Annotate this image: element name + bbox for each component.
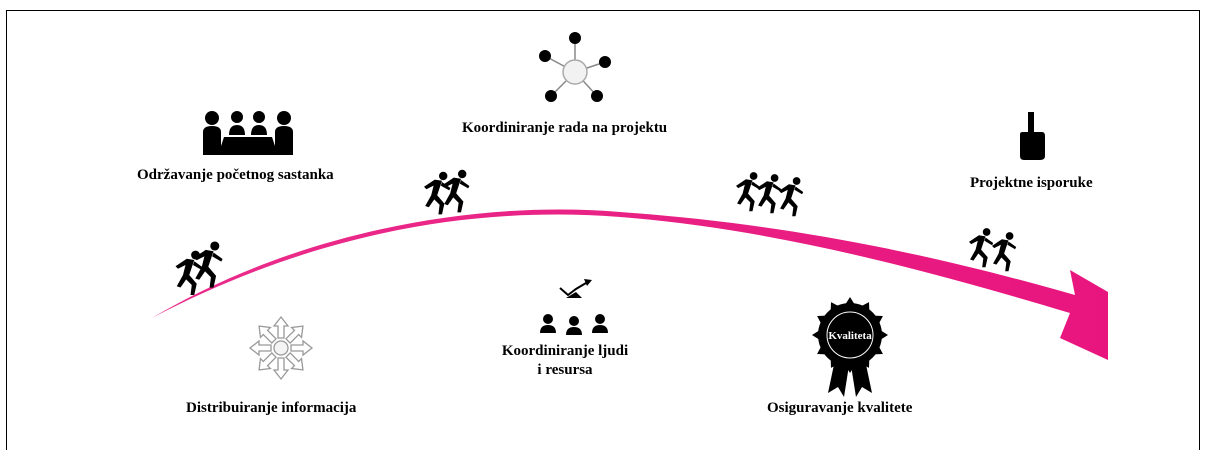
- process-arrow: [152, 209, 1108, 360]
- label-coordinate-people: Koordiniranje ljudi i resursa: [501, 343, 629, 378]
- label-quality: Osiguravanje kvalitete: [767, 400, 913, 416]
- quality-badge-text: Kvaliteta: [828, 330, 872, 342]
- label-coordinate-project: Koordiniranje rada na projektu: [462, 120, 668, 136]
- label-distribution: Distribuiranje informacija: [186, 400, 357, 416]
- process-diagram: Kvaliteta: [152, 32, 1108, 397]
- running-people-icon: [736, 172, 804, 217]
- label-meeting: Održavanje početnog sastanka: [137, 167, 334, 183]
- diagram-frame: [6, 10, 1200, 450]
- quality-rosette-icon: Kvaliteta: [812, 297, 888, 397]
- meeting-table-icon: [203, 111, 293, 155]
- pointing-hand-icon: [1020, 112, 1045, 160]
- network-hub-icon: [539, 32, 611, 102]
- running-people-icon: [424, 169, 470, 215]
- radiating-arrows-icon: [249, 315, 313, 380]
- running-people-icon: [969, 228, 1017, 272]
- team-growth-icon: [540, 279, 608, 335]
- label-deliverables: Projektne isporuke: [970, 175, 1093, 191]
